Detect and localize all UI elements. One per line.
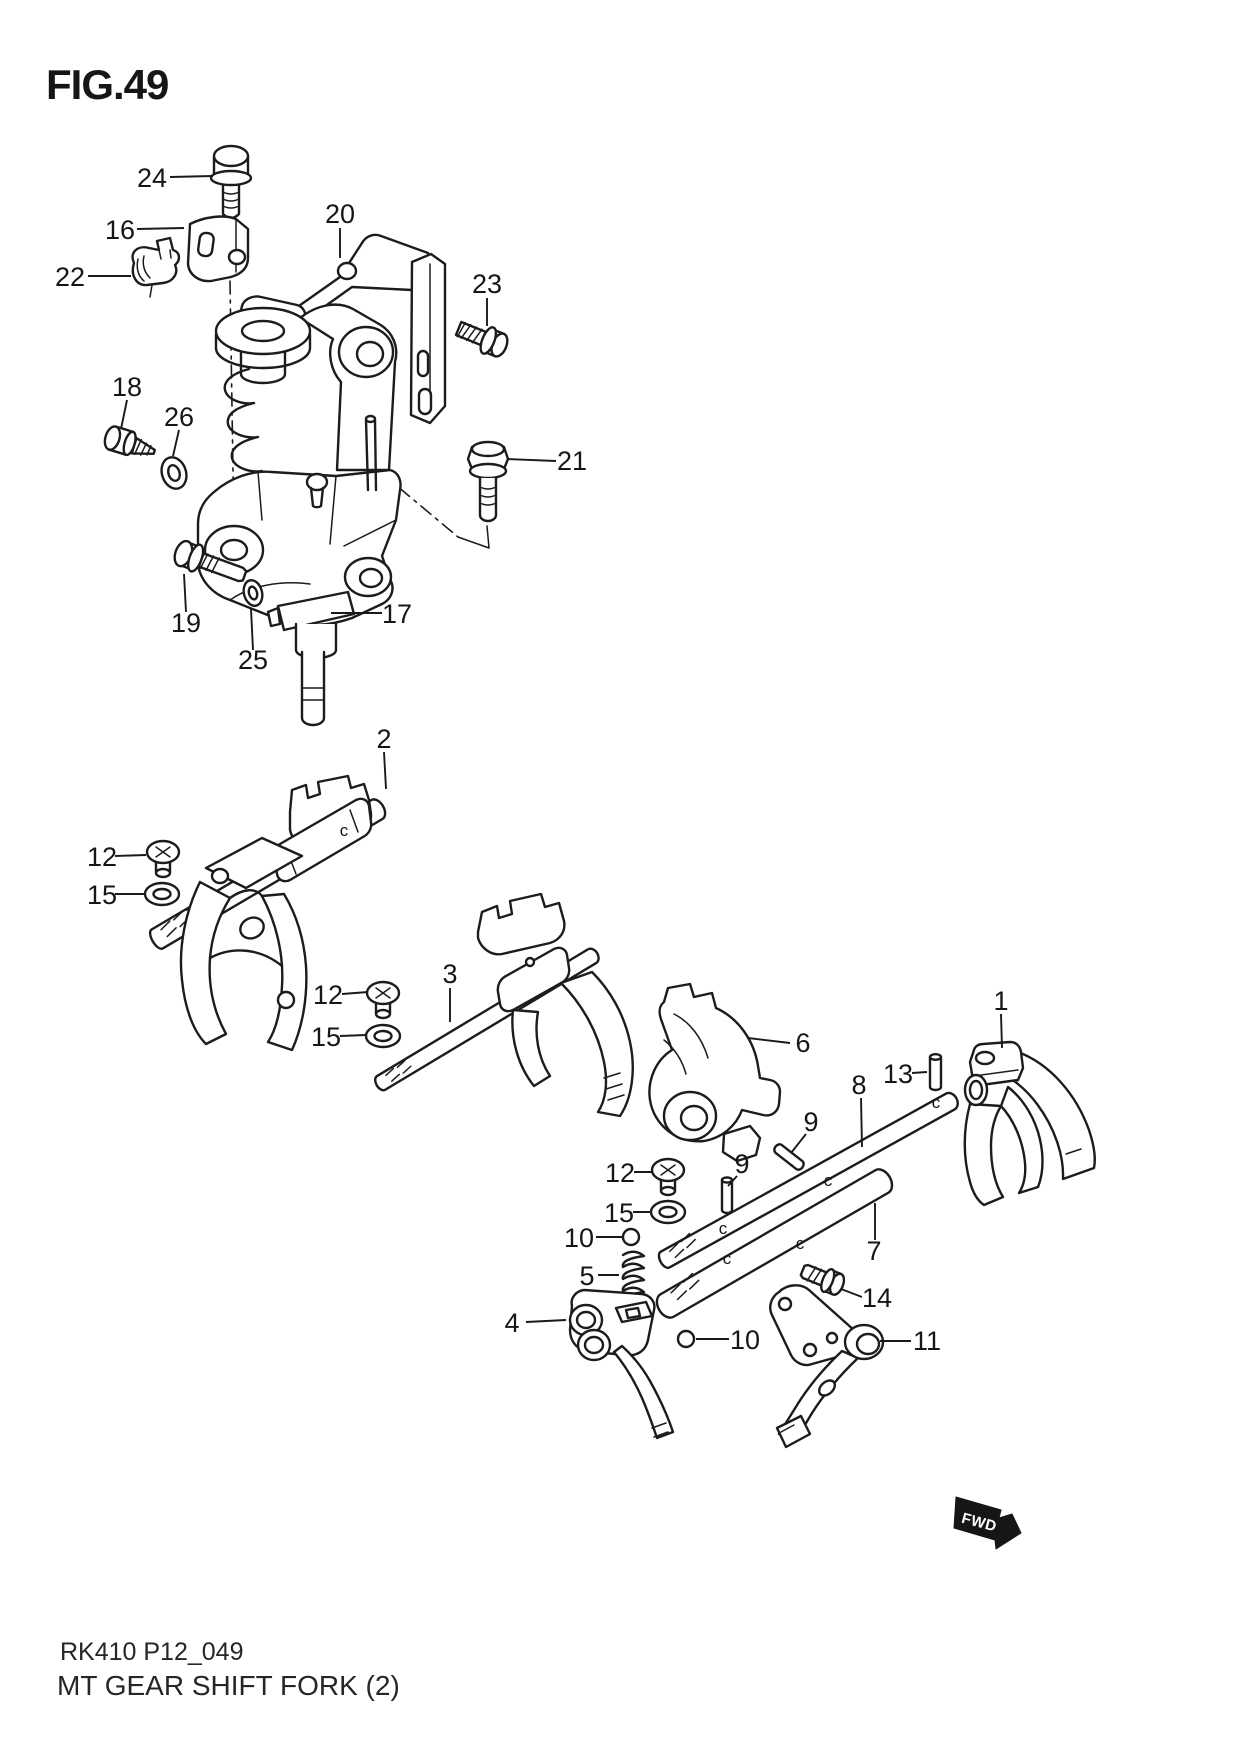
callout-19-leader bbox=[183, 573, 187, 613]
part-8-fork-shaft bbox=[657, 1091, 959, 1270]
clip-mark-5: c bbox=[796, 1234, 805, 1253]
bolt21-axis-line bbox=[457, 525, 490, 549]
part-10-ball bbox=[676, 1329, 696, 1349]
part-9-pin bbox=[773, 1143, 805, 1171]
callout-6-label: 6 bbox=[795, 1028, 810, 1058]
callout-9a-leader bbox=[790, 1133, 807, 1154]
part-2-fork-body bbox=[179, 774, 373, 1052]
part-13-pin bbox=[928, 1052, 943, 1092]
callout-12c-label: 12 bbox=[605, 1158, 635, 1188]
clip-mark-1: c bbox=[340, 821, 349, 840]
callout-1-label: 1 bbox=[993, 986, 1008, 1016]
part-4-fork bbox=[568, 1288, 675, 1440]
callout-10a-label: 10 bbox=[564, 1223, 594, 1253]
callout-16-label: 16 bbox=[105, 215, 135, 245]
part-12-screw bbox=[145, 839, 181, 879]
callout-12a-label: 12 bbox=[87, 842, 117, 872]
callout-15b-label: 15 bbox=[311, 1022, 341, 1052]
part-23-bolt bbox=[454, 320, 509, 358]
callout-15a-label: 15 bbox=[87, 880, 117, 910]
clip-mark-3: c bbox=[824, 1171, 833, 1190]
part-18-detent-bolt bbox=[103, 425, 157, 457]
callout-22-label: 22 bbox=[55, 262, 85, 292]
callout-8-leader bbox=[860, 1097, 863, 1148]
callout-25-label: 25 bbox=[238, 645, 268, 675]
callout-14-label: 14 bbox=[862, 1283, 892, 1313]
callout-12b-label: 12 bbox=[313, 980, 343, 1010]
callout-20-label: 20 bbox=[325, 199, 355, 229]
part-16-bracket bbox=[186, 215, 250, 283]
callout-12b-leader bbox=[341, 991, 369, 995]
callout-15b-leader bbox=[339, 1034, 367, 1037]
part-14-bolt bbox=[799, 1263, 846, 1296]
part-12-screw bbox=[365, 980, 401, 1020]
callout-25-leader bbox=[250, 608, 254, 651]
callout-24-leader bbox=[169, 175, 214, 178]
callout-15c-label: 15 bbox=[604, 1198, 634, 1228]
callout-17-label: 17 bbox=[382, 599, 412, 629]
clip-mark-4: c bbox=[932, 1093, 941, 1112]
part-10-ball bbox=[621, 1227, 641, 1247]
callout-13-leader bbox=[911, 1071, 928, 1074]
part-22-clip bbox=[131, 236, 181, 298]
callout-16-leader bbox=[136, 227, 185, 230]
callout-8-label: 8 bbox=[851, 1070, 866, 1100]
callout-2-label: 2 bbox=[376, 724, 391, 754]
fwd-direction-badge: FWD bbox=[953, 1496, 1022, 1550]
diagram-artwork bbox=[103, 144, 1096, 1449]
part-26-washer bbox=[160, 456, 188, 490]
part-15-washer bbox=[649, 1199, 687, 1225]
part-1-fork bbox=[963, 1040, 1096, 1207]
callout-19-label: 19 bbox=[171, 608, 201, 638]
callout-10b-label: 10 bbox=[730, 1325, 760, 1355]
callout-5-label: 5 bbox=[579, 1261, 594, 1291]
callout-4-leader bbox=[525, 1319, 567, 1323]
callout-11-label: 11 bbox=[913, 1326, 941, 1356]
callout-26-leader bbox=[172, 429, 180, 457]
clip-mark-2: c bbox=[719, 1219, 728, 1238]
callout-14-leader bbox=[840, 1288, 863, 1298]
part-12-screw bbox=[650, 1157, 686, 1197]
callout-9b-leader bbox=[727, 1175, 738, 1187]
callout-26-label: 26 bbox=[164, 402, 194, 432]
callout-21-label: 21 bbox=[557, 446, 587, 476]
callout-18-leader bbox=[120, 399, 128, 430]
callout-1-leader bbox=[1000, 1013, 1003, 1049]
part-6-cam bbox=[648, 982, 782, 1163]
clip-mark-6: c bbox=[723, 1249, 732, 1268]
callout-9b-label: 9 bbox=[734, 1149, 749, 1179]
part-3-fork-body bbox=[476, 892, 634, 1118]
part-17-gear-shift-shaft-assembly bbox=[196, 303, 402, 727]
fwd-arrow-icon bbox=[953, 1496, 1022, 1550]
callout-3-label: 3 bbox=[442, 959, 457, 989]
drawing-title: MT GEAR SHIFT FORK (2) bbox=[57, 1670, 400, 1701]
callout-6-leader bbox=[747, 1037, 791, 1044]
part-19-bolt bbox=[173, 539, 248, 583]
part-24-bolt bbox=[209, 144, 253, 220]
figure-title: FIG.49 bbox=[46, 61, 169, 108]
part-9-pin bbox=[720, 1176, 734, 1215]
callout-21-leader bbox=[506, 458, 557, 462]
callout-7-label: 7 bbox=[866, 1236, 881, 1266]
part-7-fork-shaft bbox=[655, 1168, 894, 1319]
part-15-washer bbox=[364, 1023, 402, 1049]
callout-9a-label: 9 bbox=[803, 1107, 818, 1137]
callout-4-label: 4 bbox=[504, 1308, 519, 1338]
drawing-code: RK410 P12_049 bbox=[60, 1638, 244, 1666]
callout-23-label: 23 bbox=[472, 269, 502, 299]
centerline-assembly-to-bolt21 bbox=[377, 469, 459, 538]
callout-13-label: 13 bbox=[883, 1059, 913, 1089]
callout-24-label: 24 bbox=[137, 163, 167, 193]
part-21-bolt bbox=[466, 440, 510, 523]
part-11-lever-bracket bbox=[769, 1284, 885, 1449]
callout-18-label: 18 bbox=[112, 372, 142, 402]
part-25-washer bbox=[242, 579, 264, 607]
callout-2-leader bbox=[383, 751, 387, 790]
callout-12a-leader bbox=[114, 854, 147, 857]
part-15-washer bbox=[143, 881, 181, 907]
